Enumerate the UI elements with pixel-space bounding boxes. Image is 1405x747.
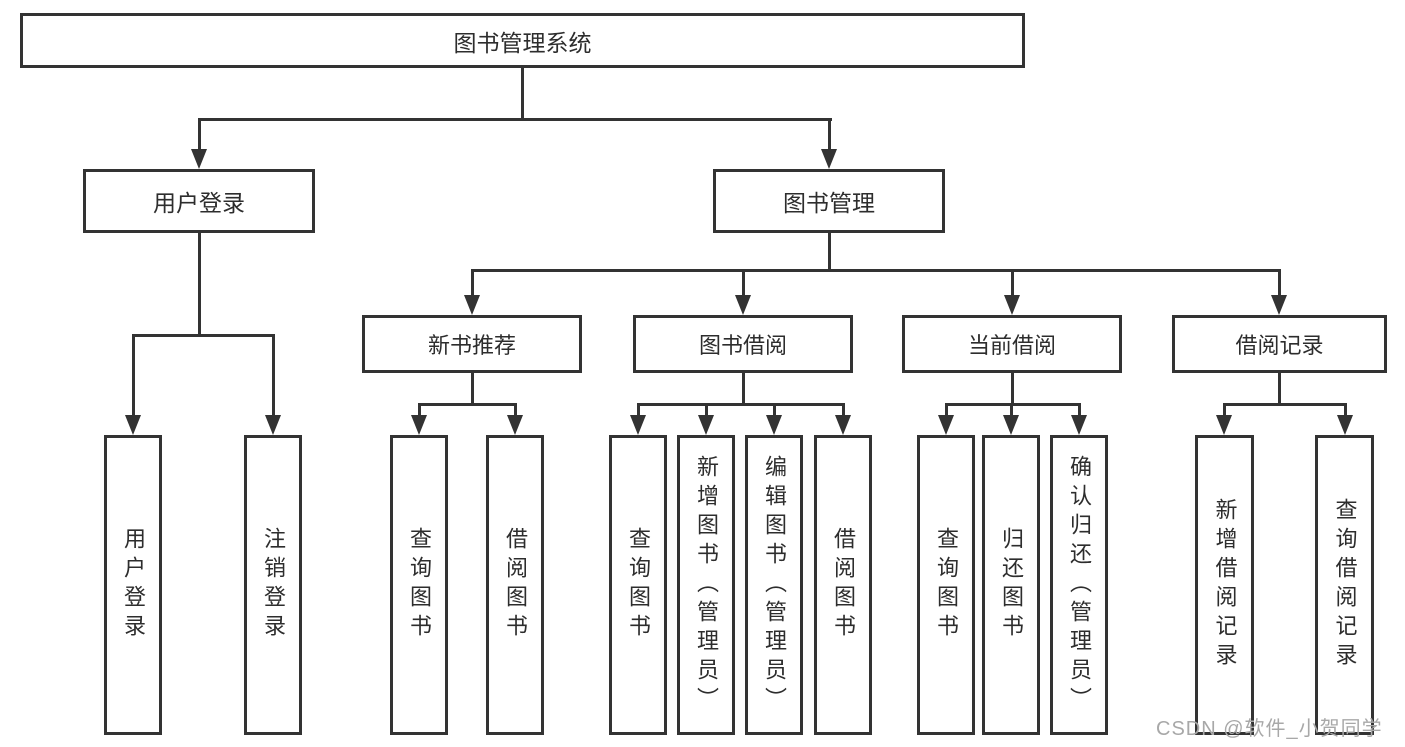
arrow-down-icon (630, 415, 646, 435)
leaf-edit-book-admin: 编辑图书（管理员） (745, 435, 803, 735)
node-book-management: 图书管理 (713, 169, 945, 233)
connector-hline (1223, 403, 1347, 406)
connector-hline (418, 403, 517, 406)
arrow-down-icon (1216, 415, 1232, 435)
node-current-borrowing: 当前借阅 (902, 315, 1122, 373)
connector-vline (1010, 403, 1013, 420)
leaf-logout: 注销登录 (244, 435, 302, 735)
connector-vline (705, 403, 708, 420)
connector-hline (471, 269, 1281, 272)
connector-vline (1278, 269, 1281, 299)
arrow-down-icon (835, 415, 851, 435)
arrow-down-icon (735, 295, 751, 315)
node-user-login: 用户登录 (83, 169, 315, 233)
connector-vline (1223, 403, 1226, 420)
arrow-down-icon (1003, 415, 1019, 435)
connector-vline (1011, 373, 1014, 406)
leaf-borrow-books-borrowing: 借阅图书 (814, 435, 872, 735)
leaf-query-books-recommend: 查询图书 (390, 435, 448, 735)
leaf-add-borrow-record: 新增借阅记录 (1195, 435, 1254, 735)
leaf-confirm-return-admin: 确认归还（管理员） (1050, 435, 1108, 735)
arrow-down-icon (1071, 415, 1087, 435)
connector-vline (1278, 373, 1281, 406)
connector-vline (471, 269, 474, 299)
arrow-down-icon (125, 415, 141, 435)
connector-vline (514, 403, 517, 420)
connector-vline (272, 334, 275, 420)
connector-vline (773, 403, 776, 420)
node-borrowing-records: 借阅记录 (1172, 315, 1387, 373)
connector-vline (198, 233, 201, 337)
node-root: 图书管理系统 (20, 13, 1025, 68)
node-book-borrowing: 图书借阅 (633, 315, 853, 373)
connector-hline (945, 403, 1081, 406)
leaf-borrow-books-recommend: 借阅图书 (486, 435, 544, 735)
connector-hline (637, 403, 845, 406)
connector-vline (742, 269, 745, 299)
arrow-down-icon (411, 415, 427, 435)
connector-vline (132, 334, 135, 420)
connector-hline (198, 118, 832, 121)
leaf-return-books: 归还图书 (982, 435, 1040, 735)
connector-vline (418, 403, 421, 420)
arrow-down-icon (191, 149, 207, 169)
connector-vline (521, 68, 524, 121)
connector-vline (842, 403, 845, 420)
connector-vline (945, 403, 948, 420)
watermark-text: CSDN @软件_小贺同学 (1156, 718, 1383, 740)
node-new-book-recommend: 新书推荐 (362, 315, 582, 373)
connector-vline (637, 403, 640, 420)
arrow-down-icon (766, 415, 782, 435)
arrow-down-icon (464, 295, 480, 315)
arrow-down-icon (1337, 415, 1353, 435)
arrow-down-icon (1004, 295, 1020, 315)
arrow-down-icon (1271, 295, 1287, 315)
connector-vline (828, 118, 831, 153)
connector-vline (828, 233, 831, 272)
connector-hline (132, 334, 274, 337)
leaf-user-login: 用户登录 (104, 435, 162, 735)
leaf-add-book-admin: 新增图书（管理员） (677, 435, 735, 735)
leaf-query-books-current: 查询图书 (917, 435, 975, 735)
connector-vline (471, 373, 474, 406)
connector-vline (742, 373, 745, 406)
arrow-down-icon (938, 415, 954, 435)
arrow-down-icon (698, 415, 714, 435)
leaf-query-books-borrowing: 查询图书 (609, 435, 667, 735)
connector-vline (1078, 403, 1081, 420)
connector-vline (1011, 269, 1014, 299)
leaf-query-borrow-record: 查询借阅记录 (1315, 435, 1374, 735)
arrow-down-icon (265, 415, 281, 435)
connector-vline (198, 118, 201, 153)
arrow-down-icon (507, 415, 523, 435)
arrow-down-icon (821, 149, 837, 169)
connector-vline (1344, 403, 1347, 420)
